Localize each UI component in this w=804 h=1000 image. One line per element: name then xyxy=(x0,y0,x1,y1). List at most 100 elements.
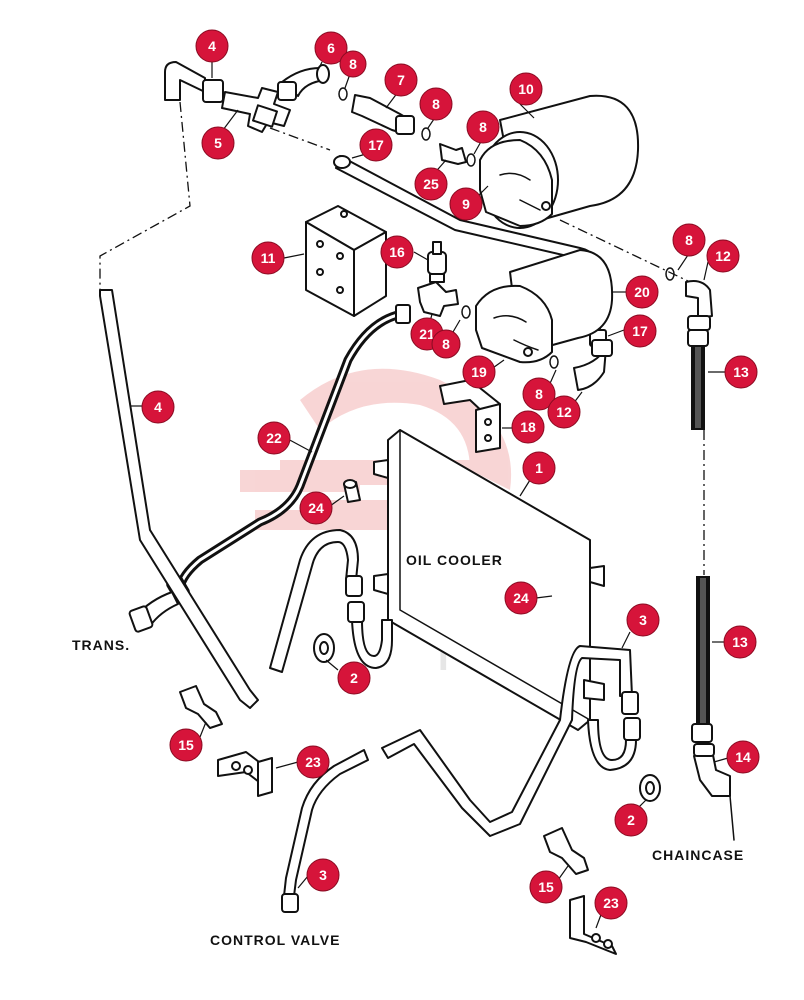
part-8-oring-d xyxy=(461,305,471,319)
callout-23-b: 23 xyxy=(594,886,628,920)
part-3-nut-control-valve xyxy=(281,893,299,913)
callout-23-a: 23 xyxy=(296,745,330,779)
svg-text:8: 8 xyxy=(685,232,693,248)
callout-17-top: 17 xyxy=(359,128,393,162)
part-25-fitting xyxy=(439,143,467,165)
label-oil-cooler: OIL COOLER xyxy=(406,552,503,568)
part-23-bracket-a xyxy=(217,751,273,797)
callout-24-b: 24 xyxy=(504,581,538,615)
callout-8-a: 8 xyxy=(339,50,367,78)
svg-text:2: 2 xyxy=(627,812,635,828)
callout-13-upper: 13 xyxy=(724,355,758,389)
callout-20: 20 xyxy=(625,275,659,309)
part-19-filter-head xyxy=(475,284,553,364)
svg-text:21: 21 xyxy=(419,326,435,342)
svg-text:12: 12 xyxy=(715,248,731,264)
svg-text:3: 3 xyxy=(319,867,327,883)
part-5-tee-port xyxy=(252,104,278,128)
svg-text:4: 4 xyxy=(208,38,216,54)
part-22-hose xyxy=(166,304,411,601)
part-8-oring-e xyxy=(665,267,675,281)
callout-12-upper: 12 xyxy=(706,239,740,273)
svg-text:6: 6 xyxy=(327,40,335,56)
callout-5: 5 xyxy=(201,126,235,160)
svg-text:20: 20 xyxy=(634,284,650,300)
svg-text:8: 8 xyxy=(349,56,357,72)
part-14-elbow xyxy=(693,743,735,841)
callout-13-lower: 13 xyxy=(723,625,757,659)
svg-text:10: 10 xyxy=(518,81,534,97)
svg-text:8: 8 xyxy=(535,386,543,402)
part-11-manifold-block xyxy=(305,205,387,317)
callout-15-a: 15 xyxy=(169,728,203,762)
svg-text:16: 16 xyxy=(389,244,405,260)
svg-text:25: 25 xyxy=(423,176,439,192)
centerline-c xyxy=(99,101,191,290)
svg-text:4: 4 xyxy=(154,399,162,415)
trans-nut xyxy=(128,605,154,633)
svg-text:19: 19 xyxy=(471,364,487,380)
svg-text:13: 13 xyxy=(732,634,748,650)
callout-19: 19 xyxy=(462,355,496,389)
callout-8-e: 8 xyxy=(431,329,461,359)
part-12-elbow-mid xyxy=(573,339,613,391)
part-13-hose-upper xyxy=(687,329,709,430)
callout-6: 6 xyxy=(314,31,348,65)
callout-8-d: 8 xyxy=(672,223,706,257)
part-3-nut-left-b xyxy=(347,601,365,623)
svg-text:12: 12 xyxy=(556,404,572,420)
part-9-filter-head xyxy=(479,139,553,227)
svg-text:11: 11 xyxy=(261,250,276,266)
svg-text:15: 15 xyxy=(178,737,194,753)
svg-text:17: 17 xyxy=(632,323,648,339)
svg-text:24: 24 xyxy=(308,500,324,516)
part-16-pressure-switch xyxy=(427,241,447,283)
centerline-b xyxy=(559,219,691,283)
callout-10: 10 xyxy=(509,72,543,106)
svg-text:14: 14 xyxy=(735,749,751,765)
part-2-grommet-a xyxy=(313,633,335,663)
part-6-nut xyxy=(277,81,297,101)
callout-4-top: 4 xyxy=(195,29,229,63)
callout-3-bottom: 3 xyxy=(306,858,340,892)
callout-7: 7 xyxy=(384,63,418,97)
callouts: 4 6 8 5 7 8 10 8 17 25 9 8 12 11 16 20 2… xyxy=(141,29,760,920)
part-24-bushing-a-top xyxy=(343,479,357,489)
svg-text:7: 7 xyxy=(397,72,405,88)
part-7-nut xyxy=(395,115,415,135)
callout-4-lower: 4 xyxy=(141,390,175,424)
svg-text:3: 3 xyxy=(639,612,647,628)
callout-2-a: 2 xyxy=(337,661,371,695)
part-6-port xyxy=(316,64,330,84)
svg-text:5: 5 xyxy=(214,135,222,151)
svg-text:8: 8 xyxy=(479,119,487,135)
part-3-tube-left-u xyxy=(351,619,393,669)
part-8-oring-f xyxy=(549,355,559,369)
callout-1: 1 xyxy=(522,451,556,485)
part-4-nut xyxy=(202,79,224,103)
part-8-oring-a xyxy=(338,87,348,101)
svg-text:2: 2 xyxy=(350,670,358,686)
svg-text:18: 18 xyxy=(520,419,536,435)
part-8-oring-c xyxy=(466,153,476,167)
svg-text:15: 15 xyxy=(538,879,554,895)
svg-text:17: 17 xyxy=(368,137,384,153)
svg-text:8: 8 xyxy=(432,96,440,112)
part-3-nut-left-a xyxy=(345,575,363,597)
callout-16: 16 xyxy=(380,235,414,269)
centerline-a xyxy=(269,127,331,151)
part-21-tee xyxy=(417,281,459,317)
svg-text:8: 8 xyxy=(442,336,450,352)
part-4-upper-tube xyxy=(164,61,206,101)
callout-3-right: 3 xyxy=(626,603,660,637)
part-3-nut-u xyxy=(623,717,641,741)
svg-text:23: 23 xyxy=(305,754,321,770)
callout-12-mid: 12 xyxy=(547,395,581,429)
callout-17-lower: 17 xyxy=(623,314,657,348)
part-3-tube-middle xyxy=(381,645,633,837)
svg-text:1: 1 xyxy=(535,460,543,476)
part-23-bracket-b xyxy=(569,895,617,955)
part-4-lower-tube xyxy=(99,289,259,709)
svg-text:22: 22 xyxy=(266,430,282,446)
